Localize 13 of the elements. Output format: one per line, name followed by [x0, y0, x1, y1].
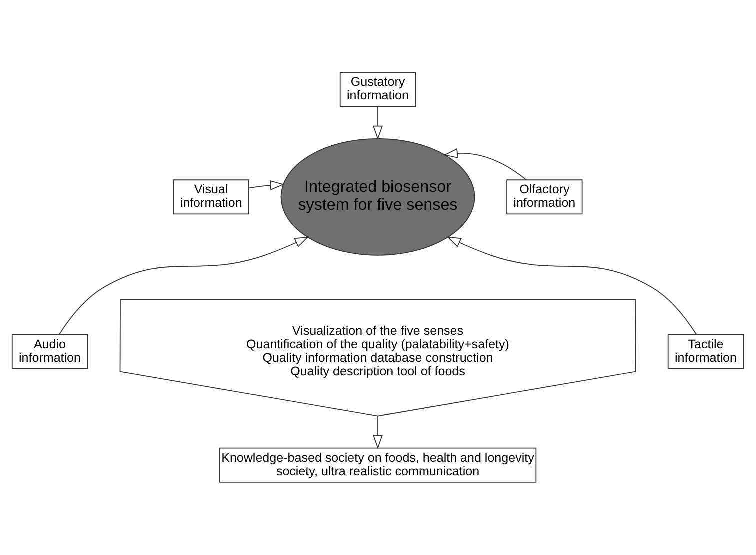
arrow	[248, 180, 285, 190]
node-box: Visual information	[173, 180, 250, 215]
node-box: Knowledge-based society on foods, health and longevity society, ultra realistic communication	[219, 448, 537, 483]
node-box: Tactile information	[668, 334, 744, 370]
node-ellipse: Integrated biosensor system for five senses	[280, 138, 476, 256]
node-box: Gustatory information	[340, 72, 416, 108]
node-box: Olfactory information	[506, 180, 583, 215]
node-box: Audio information	[12, 334, 88, 370]
arrow	[444, 148, 527, 181]
arrow	[446, 236, 698, 336]
arrow	[372, 106, 384, 140]
arrow	[58, 236, 310, 336]
arrow	[372, 416, 384, 450]
